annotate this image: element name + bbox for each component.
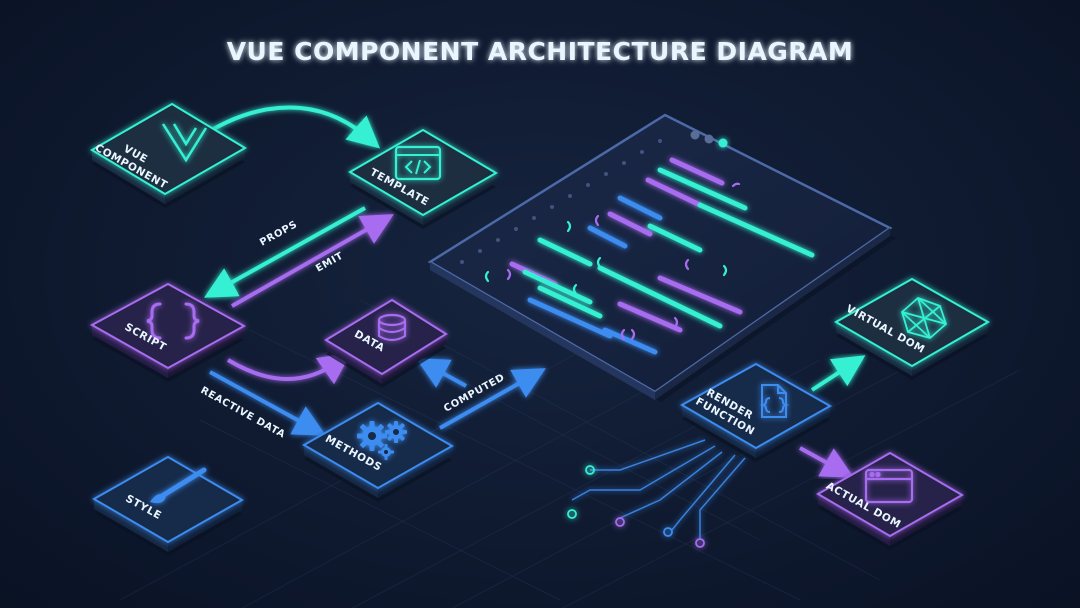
circuit-nodes bbox=[567, 465, 705, 548]
edge-render-to-actual bbox=[799, 446, 855, 478]
window-dots bbox=[690, 130, 728, 148]
wireframe-cube-icon bbox=[900, 296, 948, 339]
node-data[interactable]: DATA bbox=[324, 298, 448, 388]
circuit-traces bbox=[571, 439, 746, 540]
edge-render-to-virtual bbox=[810, 355, 866, 392]
database-icon bbox=[377, 313, 407, 342]
edge-reactive-data bbox=[209, 370, 327, 436]
node-script[interactable]: SCRIPT bbox=[89, 282, 247, 382]
node-render-function[interactable]: RENDER FUNCTION bbox=[679, 362, 833, 462]
edge-label-props: PROPS bbox=[258, 219, 299, 249]
edge-vue-to-template bbox=[203, 105, 381, 149]
edge-props bbox=[204, 206, 366, 298]
line-gutter bbox=[460, 139, 662, 264]
edge-label-reactive-data: REACTIVE DATA bbox=[199, 385, 287, 441]
edge-computed bbox=[416, 358, 546, 430]
node-methods[interactable]: METHODS bbox=[301, 401, 455, 502]
function-file-icon bbox=[759, 384, 790, 418]
code-lines bbox=[509, 157, 815, 355]
node-vue-component[interactable]: VUE COMPONENT bbox=[90, 102, 247, 208]
gears-icon bbox=[357, 421, 407, 460]
edge-script-to-data bbox=[226, 352, 352, 385]
node-style[interactable]: STYLE bbox=[91, 455, 245, 556]
edge-emit bbox=[231, 214, 394, 308]
code-editor-panel bbox=[427, 113, 896, 402]
node-virtual-dom[interactable]: VIRTUAL DOM bbox=[833, 277, 991, 380]
edge-label-emit: EMIT bbox=[314, 251, 345, 275]
code-window-icon bbox=[394, 145, 442, 181]
browser-window-icon bbox=[864, 468, 914, 504]
vue-logo-icon bbox=[161, 123, 208, 163]
node-template[interactable]: TEMPLATE bbox=[348, 128, 498, 229]
code-brackets bbox=[484, 182, 741, 341]
paintbrush-icon bbox=[150, 467, 207, 504]
page-title: VUE COMPONENT ARCHITECTURE DIAGRAM bbox=[227, 37, 854, 66]
curly-braces-icon bbox=[146, 302, 200, 340]
